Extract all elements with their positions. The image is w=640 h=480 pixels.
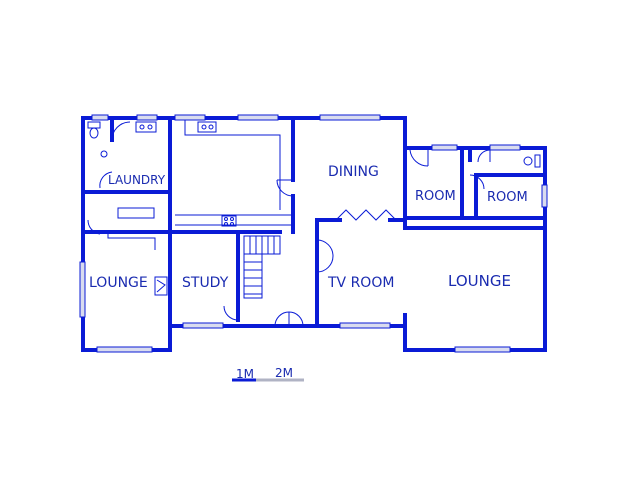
laundry-fixtures	[87, 121, 157, 189]
label-laundry: LAUNDRY	[108, 173, 166, 187]
interior-walls	[81, 116, 547, 328]
scale-label-2m: 2M	[275, 366, 293, 380]
scale-bar: 1M 2M	[232, 366, 304, 382]
windows	[79, 114, 548, 353]
lounge-fixtures	[87, 207, 168, 296]
room-labels: LAUNDRY DINING ROOM ROOM LOUNGE STUDY TV…	[89, 164, 528, 291]
label-dining: DINING	[328, 164, 379, 180]
label-study: STUDY	[182, 275, 229, 291]
staircase	[243, 235, 281, 299]
kitchen-fixtures	[175, 120, 293, 227]
doors	[223, 149, 485, 327]
label-lounge-right: LOUNGE	[448, 272, 511, 290]
label-tv-room: TV ROOM	[327, 275, 394, 291]
label-room-b: ROOM	[487, 190, 528, 205]
scale-label-1m: 1M	[236, 367, 254, 381]
label-room-a: ROOM	[415, 189, 456, 204]
label-lounge-left: LOUNGE	[89, 275, 148, 291]
bath-fixtures	[477, 149, 541, 168]
